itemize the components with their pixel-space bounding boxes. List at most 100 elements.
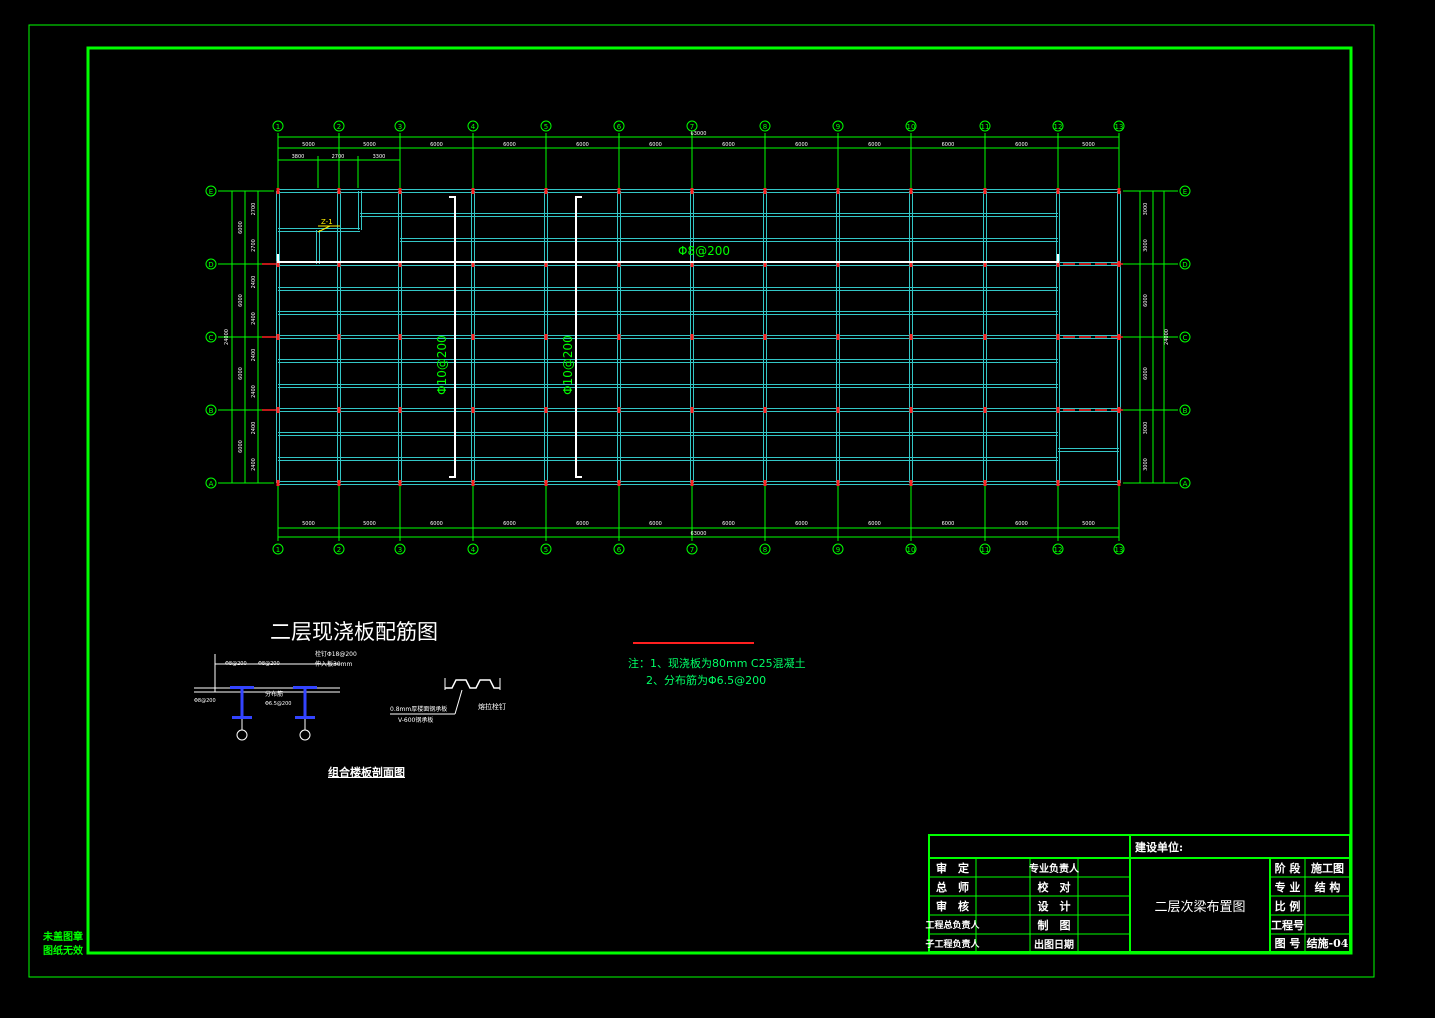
grid-label: 6 (617, 123, 622, 131)
dim-bottom-span: 6000 (430, 521, 443, 527)
tb-right-0: 阶 段 (1274, 861, 1301, 875)
tb-right-4: 图 号 (1274, 937, 1301, 950)
grid-label: 1 (276, 123, 280, 131)
dim-left-span: 6000 (238, 221, 244, 234)
grid-label: 4 (471, 546, 476, 554)
column-marker (544, 480, 548, 486)
grid-bubble (467, 120, 479, 132)
tb-left-4: 子工程负责人 (925, 939, 980, 950)
dim-right-sub: 3000 (1143, 203, 1149, 216)
rebar-v2-line (575, 196, 582, 478)
note-line-1: 注：1、现浇板为80mm C25混凝土 (628, 657, 806, 670)
column-marker (398, 188, 402, 194)
grid-bubble (467, 543, 479, 555)
column-marker (690, 261, 694, 267)
section-title: 组合楼板剖面图 (328, 766, 405, 779)
rebar-v1-line (449, 196, 456, 478)
dim-left-overall: 24000 (224, 329, 230, 345)
section-label-dist2: Φ6.5@200 (265, 701, 291, 707)
column-marker (1056, 188, 1060, 194)
grid-bubble (905, 543, 917, 555)
grid-label: 9 (836, 546, 840, 554)
column-marker (983, 407, 987, 413)
grid-label: C (1183, 334, 1188, 342)
dim-left-sub: 2400 (251, 458, 257, 471)
rebar-main-line (277, 254, 1059, 263)
column-marker (983, 261, 987, 267)
column-marker (763, 261, 767, 267)
dim-top-overall: 63000 (691, 131, 707, 137)
grid-label: 8 (763, 123, 767, 131)
tb-mid-0: 专业负责人 (1029, 864, 1079, 875)
grid-bubble (540, 543, 552, 555)
axis-bubble (236, 729, 248, 741)
column-marker (337, 334, 341, 340)
beam-web (240, 689, 244, 716)
tb-mid-2: 设 计 (1037, 899, 1071, 913)
dim-bottom-span: 6000 (942, 521, 955, 527)
dim-top-span: 6000 (503, 142, 516, 148)
grid-bubble (394, 543, 406, 555)
tb-value-3 (1305, 915, 1350, 934)
column-marker (909, 334, 913, 340)
section-label-dist: 分布筋 (265, 690, 283, 698)
tb-value-0: 施工图 (1311, 861, 1344, 875)
column-marker (836, 407, 840, 413)
column-marker (276, 334, 280, 340)
outer-frame (28, 24, 1375, 978)
grid-bubble (832, 120, 844, 132)
section-label-nail: 熔拉栓钉 (478, 702, 506, 711)
tb-left-0: 审 定 (936, 861, 969, 875)
column-marker (690, 480, 694, 486)
grid-label: 2 (337, 546, 341, 554)
inner-frame (86, 46, 1353, 955)
grid-bubble (1113, 120, 1125, 132)
grid-label: 4 (471, 123, 476, 131)
dim-left-span: 6000 (238, 294, 244, 307)
column-marker (337, 480, 341, 486)
column-marker (471, 480, 475, 486)
title-block (928, 834, 1351, 953)
column-marker (276, 261, 280, 267)
grid-bubble (205, 477, 217, 489)
dim-left-sub: 2400 (251, 276, 257, 289)
column-marker (544, 261, 548, 267)
grid-label: 2 (337, 123, 341, 131)
grid-label: 3 (398, 546, 402, 554)
dim-left-sub: 2400 (251, 385, 257, 398)
grid-label: E (209, 188, 213, 196)
grid-label: 10 (907, 546, 916, 554)
column-marker (544, 188, 548, 194)
note-line-2: 2、分布筋为Φ6.5@200 (646, 674, 767, 687)
rebar-main-label: Φ8@200 (678, 244, 730, 258)
tb-left-1: 总 师 (936, 880, 969, 894)
stamp-line-2: 图纸无效 (43, 946, 83, 957)
column-marker (1056, 407, 1060, 413)
grid-label: 1 (276, 546, 280, 554)
grid-label: 12 (1054, 123, 1063, 131)
tb-mid-4: 出图日期 (1034, 939, 1074, 951)
dim-top-span: 6000 (795, 142, 808, 148)
dim-right-overall: 24000 (1164, 329, 1170, 345)
grid-label: 5 (544, 123, 548, 131)
dim-top-sub: 2700 (332, 154, 345, 160)
beam-flange-bottom (232, 716, 252, 719)
grid-bubble (272, 543, 284, 555)
grid-label: 10 (907, 123, 916, 131)
grid-bubble (979, 120, 991, 132)
grid-bubble (832, 543, 844, 555)
grid-label: 5 (544, 546, 548, 554)
column-marker (1117, 480, 1121, 486)
dim-top-span: 6000 (430, 142, 443, 148)
column-marker (617, 261, 621, 267)
grid-label: 13 (1115, 123, 1124, 131)
dim-left-sub: 2400 (251, 422, 257, 435)
grid-bubble (759, 120, 771, 132)
dim-right-sub: 3000 (1143, 422, 1149, 435)
column-marker (909, 261, 913, 267)
grid-label: 7 (690, 123, 694, 131)
column-marker (909, 188, 913, 194)
